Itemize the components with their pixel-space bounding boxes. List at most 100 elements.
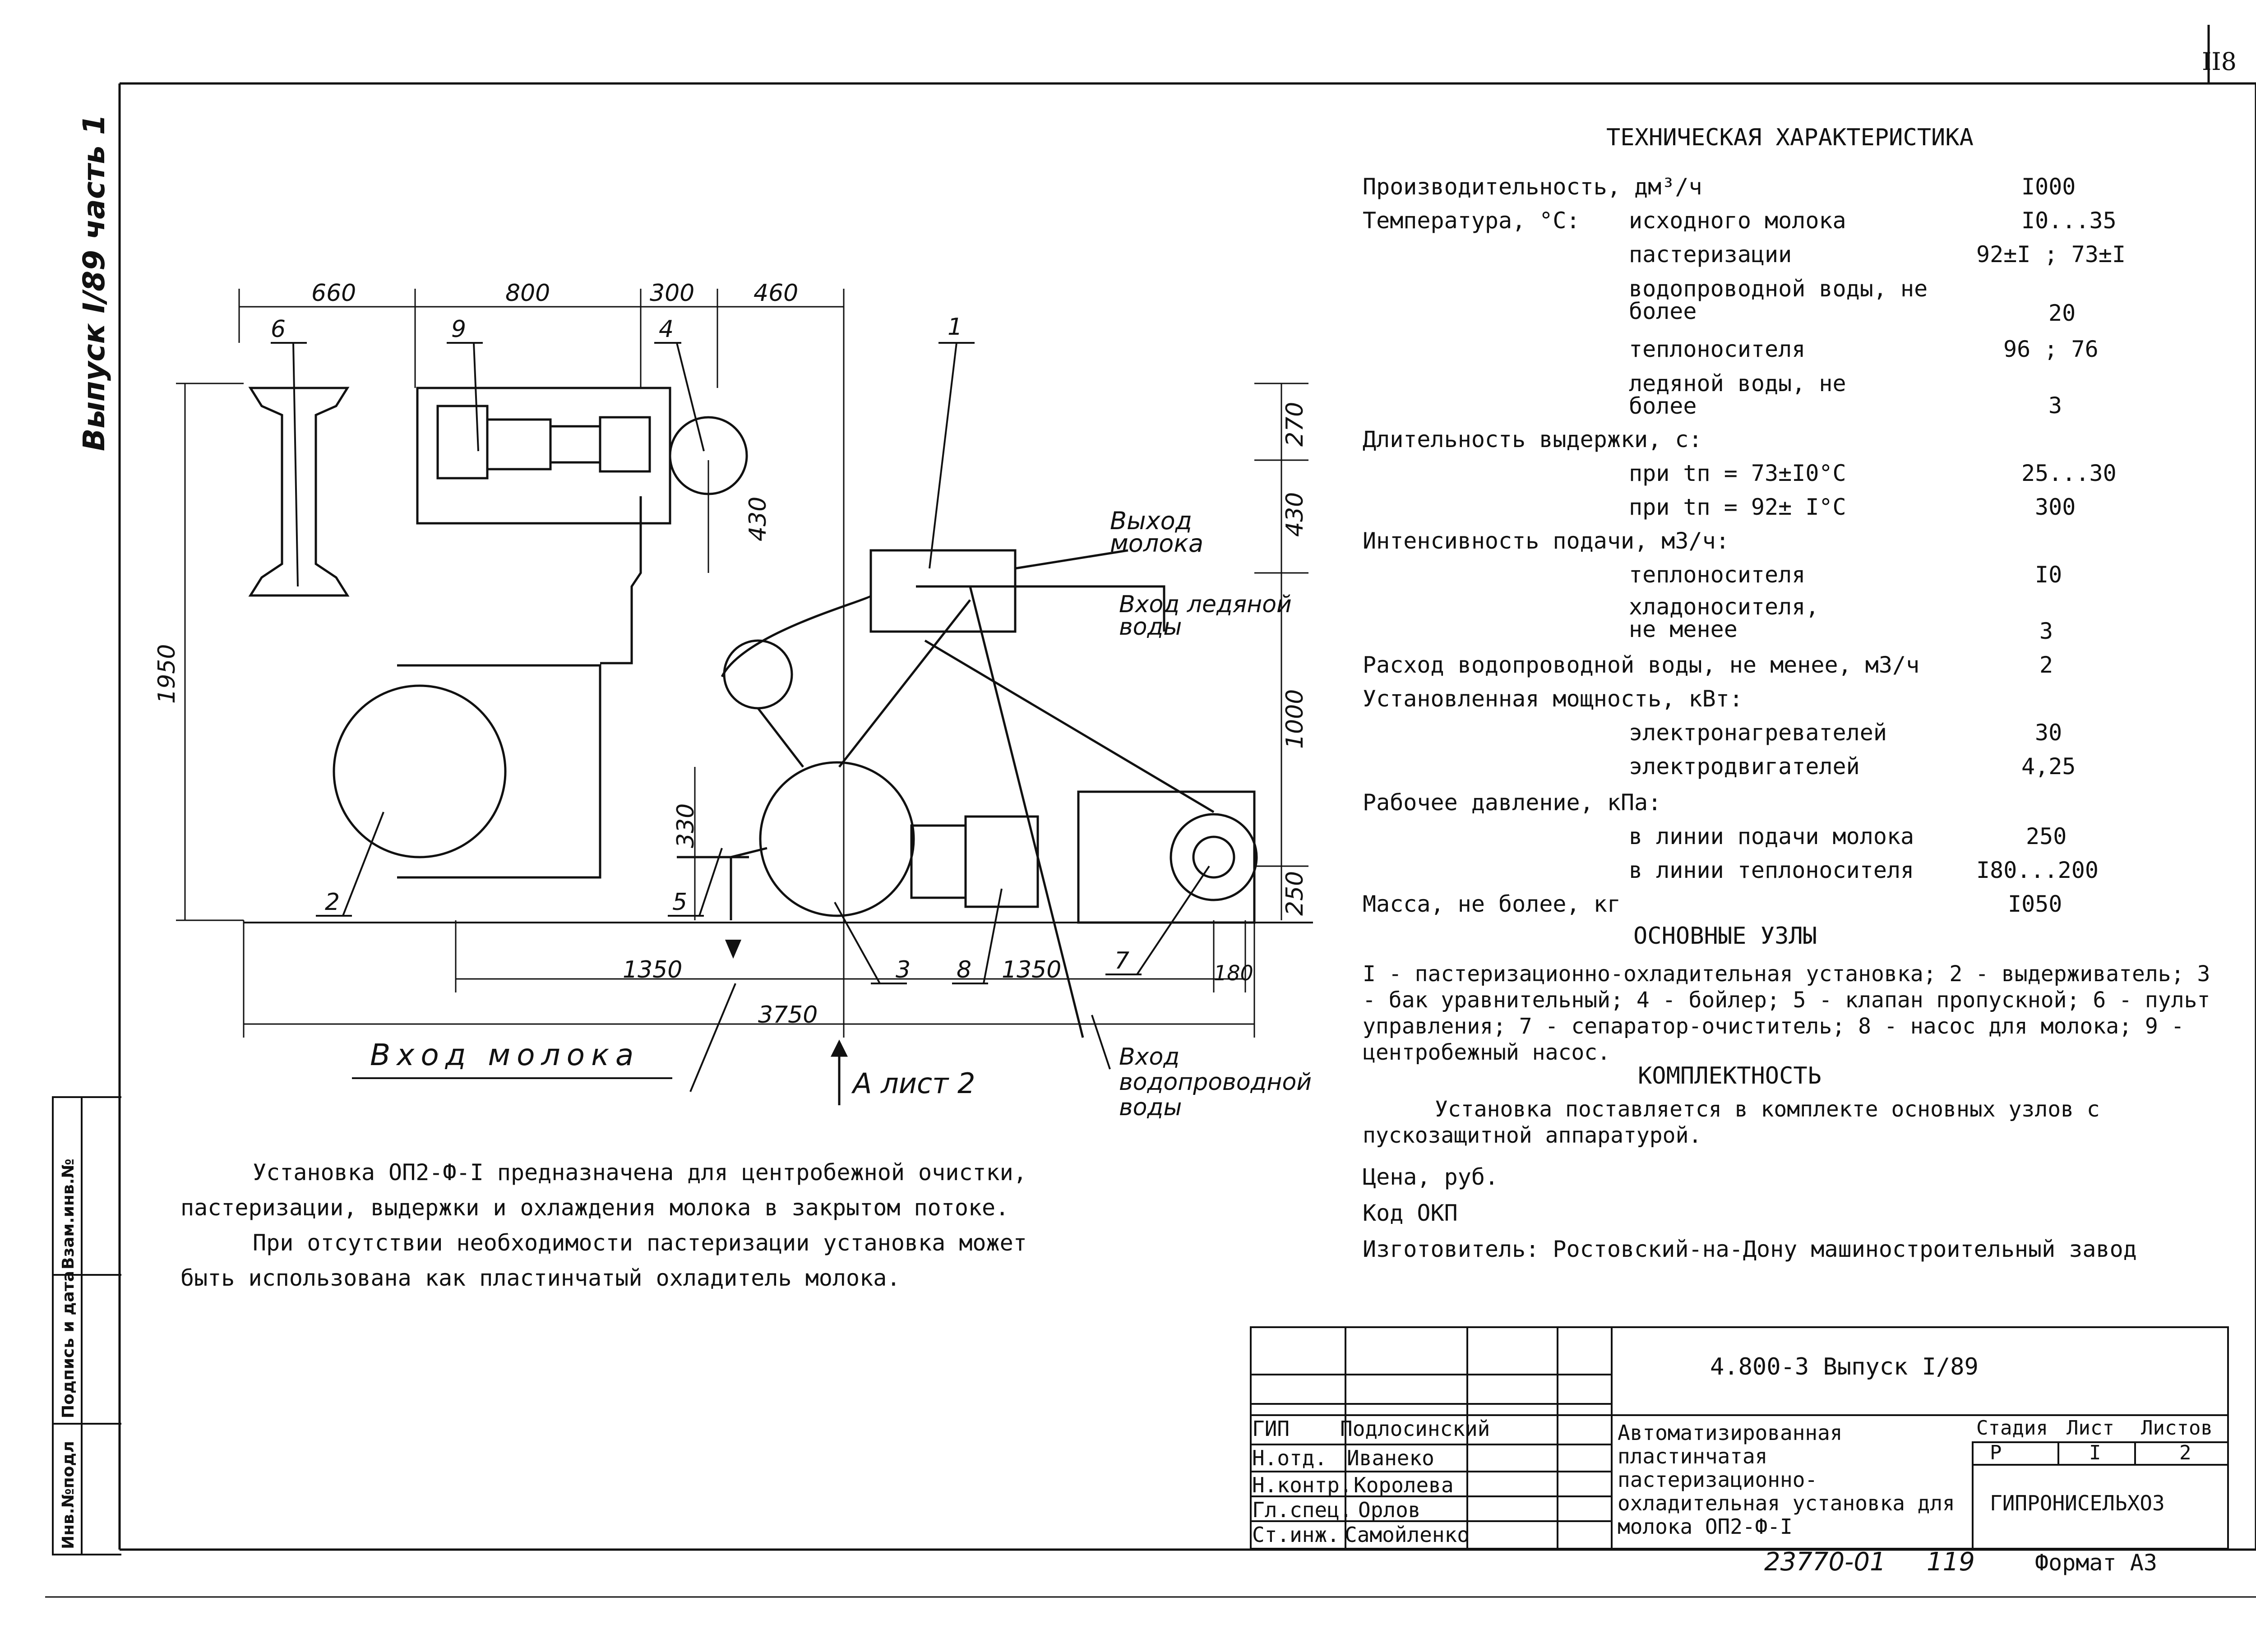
label-view-a: А лист 2 xyxy=(853,1067,975,1100)
spec-value: 250 xyxy=(2026,823,2067,849)
sheets-value: 2 xyxy=(2179,1441,2191,1464)
role-notd: Н.отд. xyxy=(1252,1446,1327,1470)
spec-sub: электронагревателей xyxy=(1629,720,1887,746)
spec-value: I80...200 xyxy=(1976,857,2099,883)
spec-value: 3 xyxy=(2039,618,2053,644)
spec-sub: теплоносителя xyxy=(1629,336,1806,362)
sheet-header: Лист xyxy=(2066,1417,2114,1440)
label-tap-water-in: Вход водопроводной воды xyxy=(1119,1043,1312,1121)
dim-430-right: 430 xyxy=(1281,492,1308,537)
dim-3750: 3750 xyxy=(758,1001,818,1029)
maker-line: Изготовитель: Ростовский-на-Дону машинос… xyxy=(1363,1236,2137,1262)
callout-7: 7 xyxy=(1114,947,1130,974)
spec-sub: ледяной воды, не более xyxy=(1629,370,1846,419)
issue-side-title: Выпуск I/89 часть 1 xyxy=(77,114,111,451)
spec-sub: водопроводной воды, не более xyxy=(1629,276,1928,324)
stage-header: Стадия xyxy=(1976,1417,2048,1440)
okp-line: Код ОКП xyxy=(1363,1200,1458,1226)
spec-value: 3 xyxy=(2048,392,2062,419)
spec-sub: при tп = 92± I°C xyxy=(1629,494,1846,520)
person-glspec: Орлов xyxy=(1358,1498,1421,1522)
dim-660: 660 xyxy=(311,280,356,307)
callout-6: 6 xyxy=(271,316,286,343)
spec-sub: электродвигателей xyxy=(1629,753,1860,780)
spec-sub: исходного молока xyxy=(1629,208,1846,234)
spec-sub: в линии подачи молока xyxy=(1629,823,1914,849)
callout-9: 9 xyxy=(451,316,467,343)
callout-3: 3 xyxy=(896,956,911,983)
side-stamp-signature: Подпись и дата xyxy=(59,1271,78,1418)
dim-270: 270 xyxy=(1281,401,1308,447)
nodes-text: I - пастеризационно-охладительная устано… xyxy=(1363,961,2210,1065)
role-gip: ГИП xyxy=(1252,1417,1290,1441)
callout-2: 2 xyxy=(325,889,340,916)
callout-8: 8 xyxy=(957,956,972,983)
kompl-title: КОМПЛЕКТНОСТЬ xyxy=(1638,1062,1821,1089)
role-nkontr: Н.контр. xyxy=(1252,1473,1352,1497)
dim-1950: 1950 xyxy=(153,644,180,704)
spec-value: 300 xyxy=(2035,494,2076,520)
sheets-header: Листов xyxy=(2141,1417,2213,1440)
spec-label: Производительность, дм³/ч xyxy=(1363,174,1702,200)
spec-sub: пастеризации xyxy=(1629,241,1792,268)
label-milk-out: Выход молока xyxy=(1110,507,1204,558)
dim-1000: 1000 xyxy=(1281,689,1308,749)
side-stamp-divider xyxy=(54,1274,121,1276)
label-ice-water-in: Вход ледяной воды xyxy=(1119,591,1292,641)
stage-value: Р xyxy=(1990,1441,2002,1464)
spec-value: 4,25 xyxy=(2021,753,2076,780)
spec-label: Длительность выдержки, с: xyxy=(1363,426,1702,452)
dim-330: 330 xyxy=(672,803,699,848)
format-label: Формат А3 xyxy=(2035,1550,2157,1576)
dim-300: 300 xyxy=(650,280,695,307)
spec-sub: теплоносителя xyxy=(1629,562,1806,588)
side-stamp-inventory: Инв.№подл xyxy=(59,1441,78,1549)
spec-sub: при tп = 73±I0°C xyxy=(1629,460,1846,486)
archive-sheet: 119 xyxy=(1927,1547,1975,1577)
dim-800: 800 xyxy=(505,280,550,307)
side-stamp-divider xyxy=(54,1423,121,1425)
archive-number: 23770-01 xyxy=(1764,1547,1886,1577)
person-gip: Подлосинский xyxy=(1340,1417,1490,1441)
spec-value: 20 xyxy=(2048,300,2076,326)
spec-label: Масса, не более, кг xyxy=(1363,891,1621,917)
spec-value: I000 xyxy=(2021,174,2076,200)
spec-label: Рабочее давление, кПа: xyxy=(1363,789,1662,816)
dim-460: 460 xyxy=(754,280,799,307)
person-notd: Иванеко xyxy=(1347,1446,1434,1470)
kompl-text: Установка поставляется в комплекте основ… xyxy=(1363,1097,2100,1148)
role-stinzh: Ст.инж. xyxy=(1252,1523,1340,1547)
dim-430-inner: 430 xyxy=(744,496,772,541)
role-glspec: Гл.спец. xyxy=(1252,1498,1352,1522)
dim-1350-right: 1350 xyxy=(1002,956,1062,983)
sheet-value: I xyxy=(2089,1441,2101,1464)
page-number: II8 xyxy=(2202,47,2237,76)
dim-1350-left: 1350 xyxy=(623,956,683,983)
spec-sub: в линии теплоносителя xyxy=(1629,857,1914,883)
spec-value: I050 xyxy=(2008,891,2062,917)
doc-code: 4.800-3 Выпуск I/89 xyxy=(1710,1353,1979,1380)
spec-label: Расход водопроводной воды, не менее, м3/… xyxy=(1363,652,1920,678)
side-stamp-divider xyxy=(81,1098,83,1554)
installation-plan xyxy=(176,289,1313,1038)
doc-name: Автоматизированная пластинчатая пастериз… xyxy=(1618,1421,1955,1539)
callout-4: 4 xyxy=(659,316,674,343)
tech-title: ТЕХНИЧЕСКАЯ ХАРАКТЕРИСТИКА xyxy=(1606,124,1974,151)
callout-1: 1 xyxy=(948,314,963,341)
spec-value: I0 xyxy=(2035,562,2062,588)
callout-5: 5 xyxy=(672,889,688,916)
spec-value: 30 xyxy=(2035,720,2062,746)
spec-sub: хладоносителя, не менее xyxy=(1629,594,1819,642)
person-nkontr: Королева xyxy=(1354,1473,1454,1497)
description-paragraph: При отсутствии необходимости пастеризаци… xyxy=(180,1230,1027,1291)
description: Установка ОП2-Ф-I предназначена для цент… xyxy=(180,1155,1083,1296)
side-stamp-replacement: Взам.инв.№ xyxy=(59,1158,78,1269)
spec-value: 92±I ; 73±I xyxy=(1976,241,2126,268)
title-block: 4.800-3 Выпуск I/89 ГИП Подлосинский Н.о… xyxy=(1250,1326,2229,1550)
spec-value: I0...35 xyxy=(2021,208,2117,234)
spec-label: Интенсивность подачи, м3/ч: xyxy=(1363,528,1729,554)
price-line: Цена, руб. xyxy=(1363,1164,1499,1190)
spec-value: 2 xyxy=(2039,652,2053,678)
side-stamp: Взам.инв.№ Подпись и дата Инв.№подл xyxy=(52,1096,121,1555)
